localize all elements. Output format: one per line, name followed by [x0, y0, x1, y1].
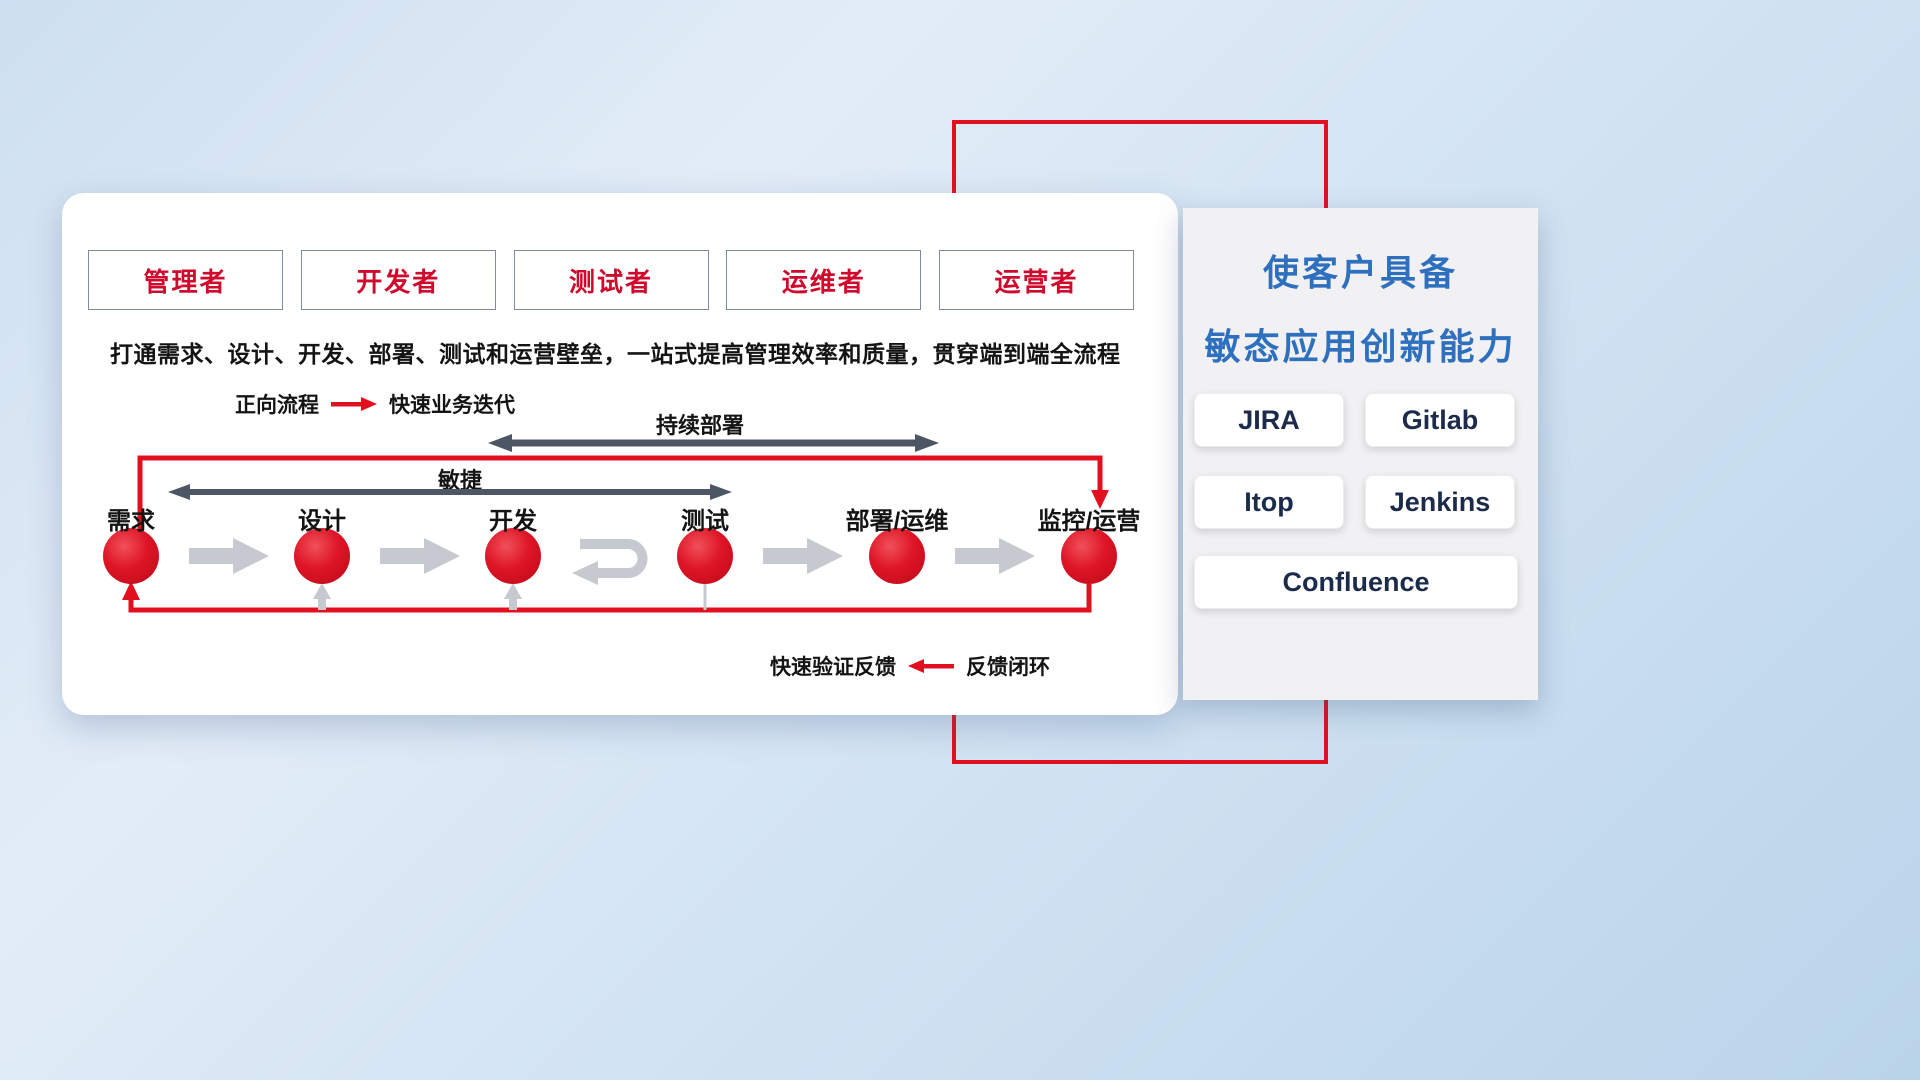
role-box-manager: 管理者 — [88, 250, 283, 310]
left-arrow-icon — [908, 659, 954, 673]
role-label: 开发者 — [356, 266, 441, 297]
side-panel-title-line2: 敏态应用创新能力 — [1204, 326, 1517, 367]
right-arrow-icon — [331, 397, 377, 411]
block-arrow-icon — [955, 538, 1035, 574]
stage-circle-deploy-ops — [869, 528, 925, 584]
feedback-legend-label: 反馈闭环 — [966, 656, 1050, 679]
role-box-ops: 运维者 — [726, 250, 922, 310]
stage-circle-monitor-operate — [1061, 528, 1117, 584]
agile-label: 敏捷 — [437, 468, 482, 493]
feedback-loop-arrow — [122, 581, 1092, 613]
tool-badge-gitlab: Gitlab — [1365, 393, 1515, 447]
panel-headline: 打通需求、设计、开发、部署、测试和运营壁垒，一站式提高管理效率和质量，贯穿端到端… — [110, 341, 1121, 367]
side-panel-title-line1: 使客户具备 — [1262, 252, 1458, 293]
loop-icon — [572, 539, 648, 585]
stage-label-deploy-ops: 部署/运维 — [845, 508, 949, 535]
agile-span-arrow — [168, 484, 732, 500]
tool-badge-jenkins: Jenkins — [1365, 475, 1515, 529]
continuous-deploy-span-arrow — [488, 434, 939, 452]
block-arrow-icon — [380, 538, 460, 574]
stage-label-test: 测试 — [681, 508, 729, 535]
feedback-legend: 快速验证反馈 反馈闭环 — [770, 651, 1050, 681]
role-box-tester: 测试者 — [513, 250, 709, 310]
forward-legend: 正向流程 快速业务迭代 — [235, 389, 515, 419]
stage-block-arrows — [189, 538, 1035, 574]
role-label: 测试者 — [568, 266, 653, 297]
tool-badge-confluence: Confluence — [1194, 555, 1518, 609]
forward-loop-arrow — [137, 455, 1109, 533]
stage-label-monitor-operate: 监控/运营 — [1037, 508, 1141, 535]
stage-label-design: 设计 — [298, 508, 346, 535]
role-label: 管理者 — [143, 266, 228, 297]
role-label: 运维者 — [781, 266, 866, 297]
feedback-legend-desc: 快速验证反馈 — [770, 656, 896, 679]
stage-circle-test — [677, 528, 733, 584]
customer-capability-panel: 使客户具备 敏态应用创新能力 JIRA Gitlab Itop Jenkins … — [1183, 208, 1538, 700]
tool-badge-jira: JIRA — [1194, 393, 1344, 447]
stage-circles — [103, 528, 1117, 584]
stage-label-requirement: 需求 — [107, 508, 155, 535]
stage-circle-develop — [485, 528, 541, 584]
stage-circle-requirement — [103, 528, 159, 584]
tool-badge-itop: Itop — [1194, 475, 1344, 529]
forward-legend-desc: 快速业务迭代 — [389, 394, 515, 417]
block-arrow-icon — [763, 538, 843, 574]
flow-diagram-graphics — [103, 434, 1117, 613]
stage-label-develop: 开发 — [489, 508, 537, 535]
devops-flow-panel: 管理者 开发者 测试者 运维者 运营者 打通需求、设计、开发、部署、测试和运营壁… — [62, 193, 1178, 715]
role-box-operator: 运营者 — [939, 250, 1134, 310]
vertical-feed-arrows — [313, 583, 707, 610]
stage-circle-design — [294, 528, 350, 584]
role-box-developer: 开发者 — [300, 250, 496, 310]
continuous-deploy-label: 持续部署 — [655, 413, 744, 438]
role-label: 运营者 — [994, 266, 1079, 297]
role-row: 管理者 开发者 测试者 运维者 运营者 — [88, 250, 1134, 312]
block-arrow-icon — [189, 538, 269, 574]
forward-legend-label: 正向流程 — [235, 394, 319, 417]
